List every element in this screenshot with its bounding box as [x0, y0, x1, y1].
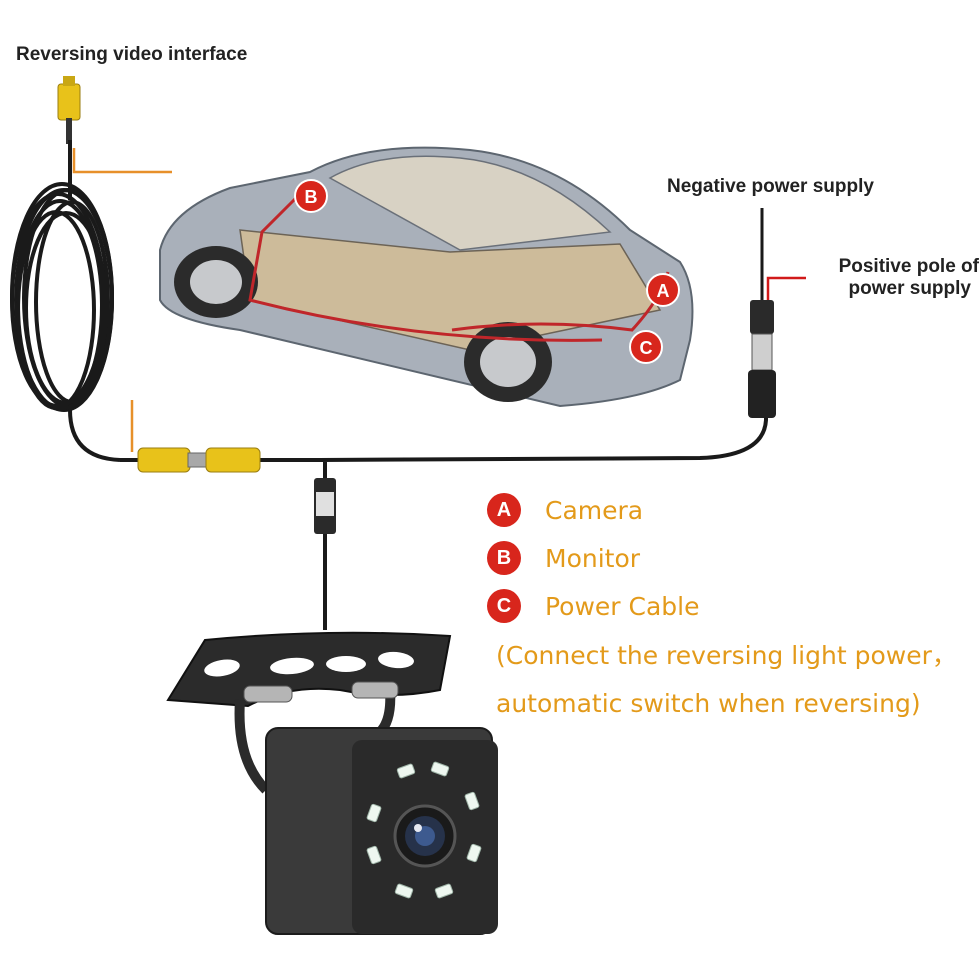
rca-coupler — [137, 447, 261, 473]
marker-a-letter: A — [657, 281, 670, 301]
negative-power-label: Negative power supply — [667, 176, 874, 197]
note-line-2: automatic switch when reversing) — [496, 689, 921, 718]
legend-item-power-cable: C Power Cable — [487, 589, 700, 623]
marker-c-letter: C — [640, 338, 653, 358]
marker-c: C — [629, 330, 663, 364]
rca-connector-top — [57, 76, 81, 144]
legend-badge-c: C — [487, 589, 521, 623]
car-illustration — [159, 146, 694, 408]
marker-b: B — [294, 179, 328, 213]
legend-badge-a: A — [487, 493, 521, 527]
power-connector — [748, 208, 806, 418]
legend-text-power-cable: Power Cable — [545, 591, 700, 621]
note-line-1: (Connect the reversing light power， — [496, 641, 957, 670]
legend-text-monitor: Monitor — [545, 543, 641, 573]
legend-item-monitor: B Monitor — [487, 541, 640, 575]
cable-junction — [314, 478, 336, 534]
positive-power-label: Positive pole of power supply — [815, 256, 979, 300]
positive-power-label-line2: power supply — [848, 278, 971, 299]
video-interface-label: Reversing video interface — [16, 44, 248, 65]
reversing-camera — [166, 631, 498, 935]
marker-b-letter: B — [305, 187, 318, 207]
positive-power-label-line1: Positive pole of — [838, 256, 979, 277]
main-cable — [120, 410, 768, 630]
coiled-cable — [10, 140, 121, 462]
marker-a: A — [646, 273, 680, 307]
legend-item-camera: A Camera — [487, 493, 643, 527]
legend-badge-b: B — [487, 541, 521, 575]
leader-lines — [72, 148, 172, 452]
legend-text-camera: Camera — [545, 495, 644, 525]
